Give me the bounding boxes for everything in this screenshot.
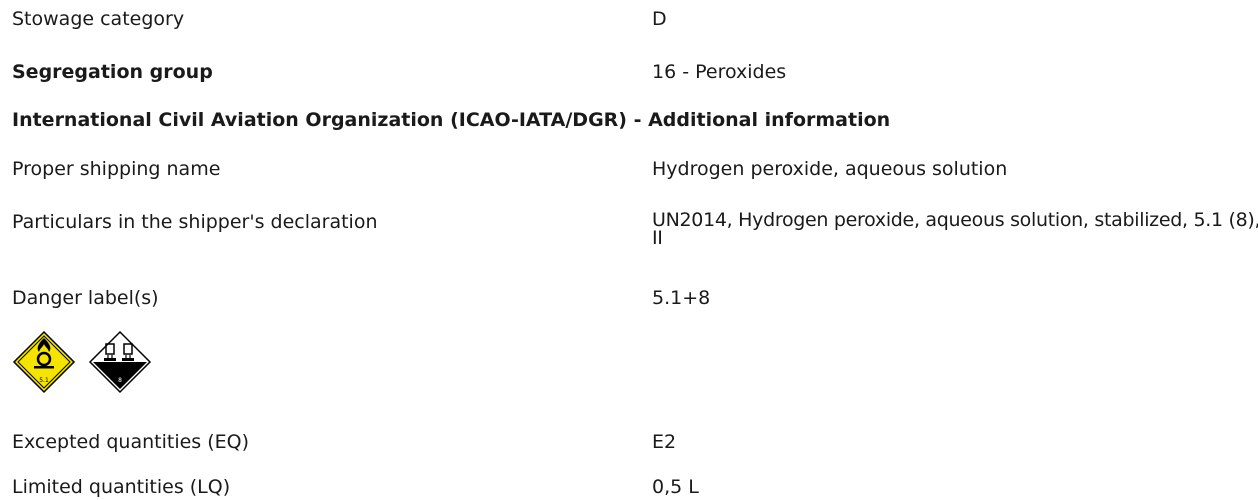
excepted-quantities-value: E2: [652, 431, 677, 453]
proper-shipping-name-label: Proper shipping name: [12, 158, 221, 180]
svg-text:5.1: 5.1: [39, 377, 49, 384]
stowage-category-value: D: [652, 8, 667, 30]
limited-quantities-label: Limited quantities (LQ): [12, 476, 231, 498]
danger-labels-value: 5.1+8: [652, 287, 711, 309]
section-title: International Civil Aviation Organizatio…: [12, 109, 891, 131]
excepted-quantities-label: Excepted quantities (EQ): [12, 431, 250, 453]
limited-quantities-value: 0,5 L: [652, 476, 699, 498]
danger-labels-label: Danger label(s): [12, 287, 159, 309]
stowage-category-label: Stowage category: [12, 8, 185, 30]
segregation-group-label: Segregation group: [12, 61, 213, 83]
segregation-group-value: 16 - Peroxides: [652, 61, 787, 83]
shipper-declaration-label: Particulars in the shipper's declaration: [12, 211, 378, 233]
svg-text:8: 8: [118, 377, 122, 384]
oxidizer-hazard-icon: 5.1: [12, 330, 76, 394]
corrosive-hazard-icon: 8: [88, 330, 152, 394]
proper-shipping-name-value: Hydrogen peroxide, aqueous solution: [652, 158, 1008, 180]
shipper-declaration-value: UN2014, Hydrogen peroxide, aqueous solut…: [652, 209, 1258, 249]
